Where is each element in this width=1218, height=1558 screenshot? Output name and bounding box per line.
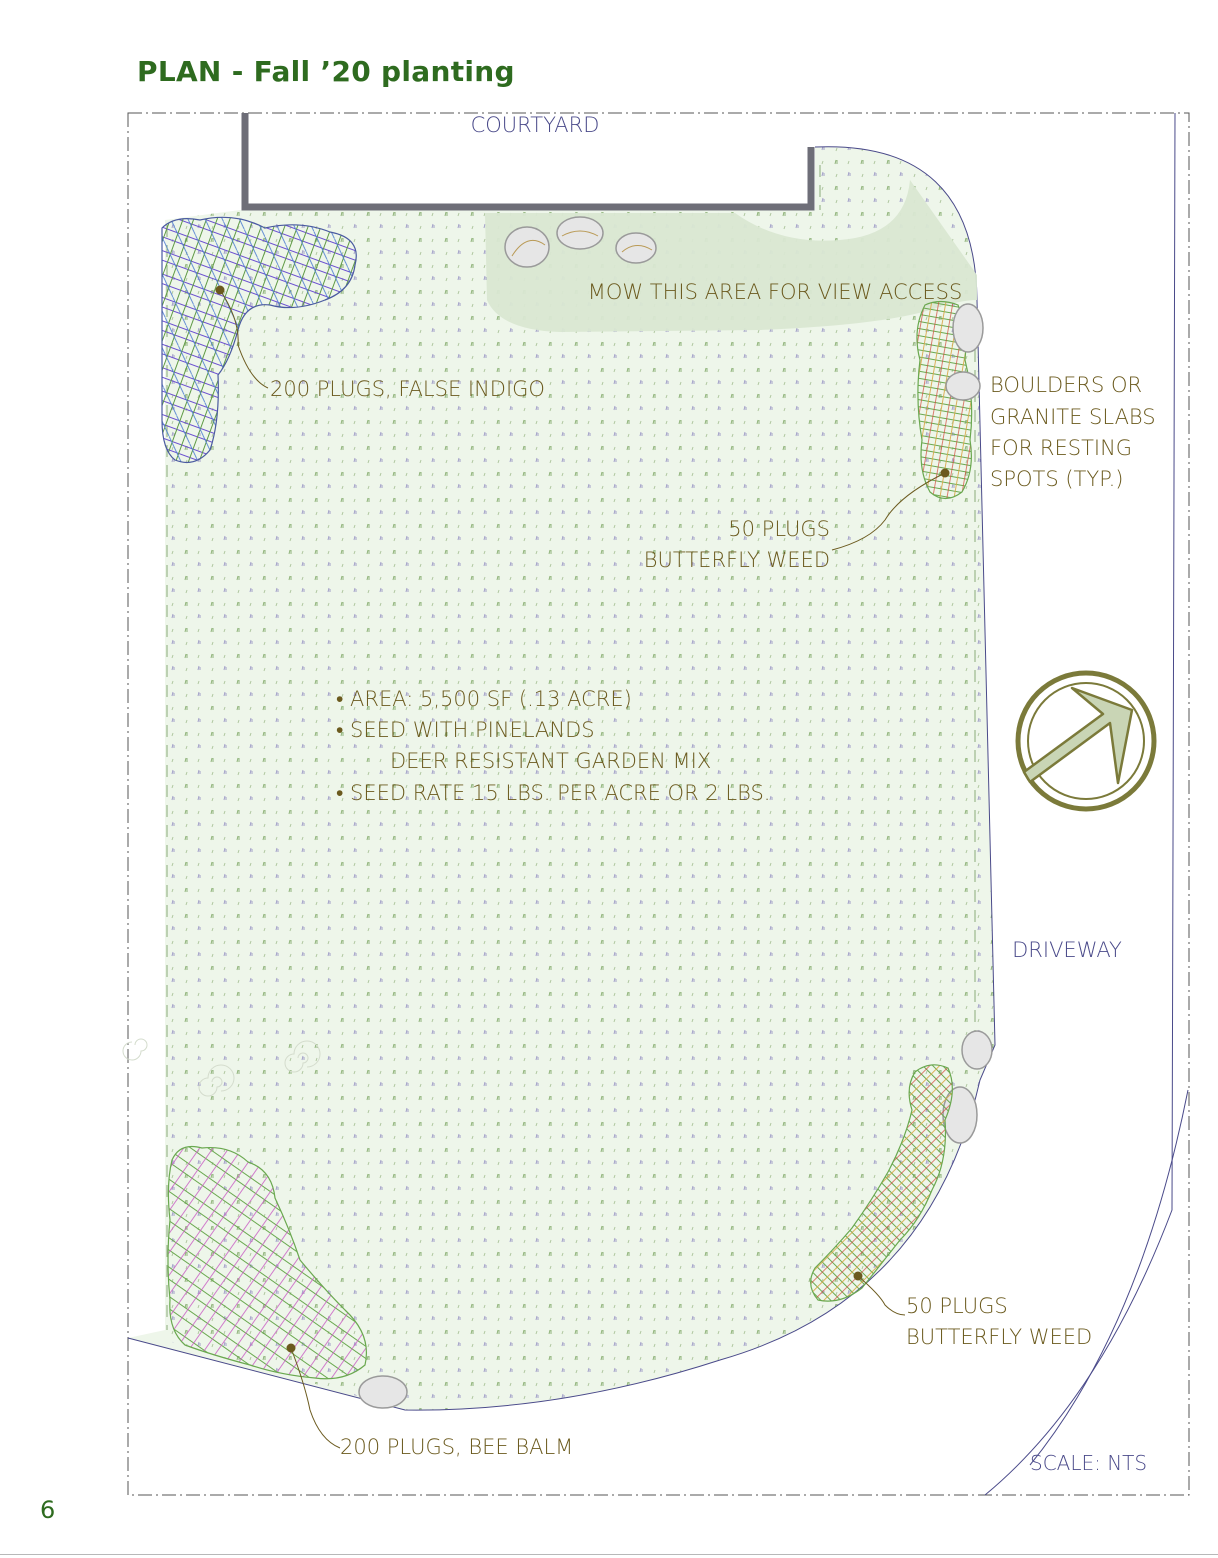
mow-area [485, 180, 977, 332]
page-title: PLAN - Fall ’20 planting [137, 55, 515, 88]
courtyard-label: COURTYARD [471, 113, 600, 137]
page-number: 6 [40, 1496, 56, 1524]
meadow-edge [127, 146, 996, 1411]
leader-butterfly-lower [857, 1275, 906, 1316]
north-arrow-icon [1015, 670, 1157, 812]
butterfly-lower-label-1: 50 PLUGS [906, 1294, 1008, 1318]
note-seed: • SEED WITH PINELANDS [336, 718, 595, 742]
boulder-detail [511, 230, 653, 257]
butterfly-weed-lower [810, 1064, 953, 1302]
driveway-edge [984, 112, 1176, 1496]
mow-label: MOW THIS AREA FOR VIEW ACCESS [588, 280, 963, 304]
butterfly-lower-label-2: BUTTERFLY WEED [906, 1325, 1092, 1349]
boulders-label-1: BOULDERS OR [990, 373, 1142, 397]
false-indigo-planting [161, 216, 357, 463]
boulders-label-2: GRANITE SLABS [990, 405, 1156, 429]
note-area: • AREA: 5,500 SF (.13 ACRE) [336, 687, 632, 711]
butterfly-upper-label-2: BUTTERFLY WEED [644, 548, 830, 572]
boulders-label-3: FOR RESTING [990, 436, 1132, 460]
driveway-label: DRIVEWAY [1012, 938, 1122, 962]
planting-notes: • AREA: 5,500 SF (.13 ACRE) • SEED WITH … [336, 687, 770, 805]
note-seed-mix: DEER RESISTANT GARDEN MIX [390, 749, 711, 773]
bee-balm-label: 200 PLUGS, BEE BALM [340, 1435, 573, 1459]
boulders-label-4: SPOTS (TYP.) [990, 467, 1123, 491]
spiral-marks [122, 1038, 321, 1097]
driveway-edge-right [1029, 1089, 1189, 1466]
meadow-grass [165, 146, 995, 1411]
scale-label: SCALE: NTS [1030, 1451, 1147, 1475]
false-indigo-label: 200 PLUGS, FALSE INDIGO [270, 377, 545, 401]
leader-butterfly-upper [831, 472, 946, 551]
note-seed-rate: • SEED RATE 15 LBS. PER ACRE OR 2 LBS. [336, 781, 770, 805]
butterfly-upper-label-1: 50 PLUGS [728, 517, 830, 541]
property-line [127, 112, 1190, 1496]
leader-false-indigo [219, 289, 269, 389]
boulder-icon [358, 303, 993, 1409]
boulder-icon [504, 216, 657, 268]
leader-bee-balm [290, 1347, 341, 1449]
bee-balm-planting [167, 1145, 368, 1380]
courtyard-wall [241, 113, 815, 211]
page-footer-rule [0, 1554, 1218, 1555]
